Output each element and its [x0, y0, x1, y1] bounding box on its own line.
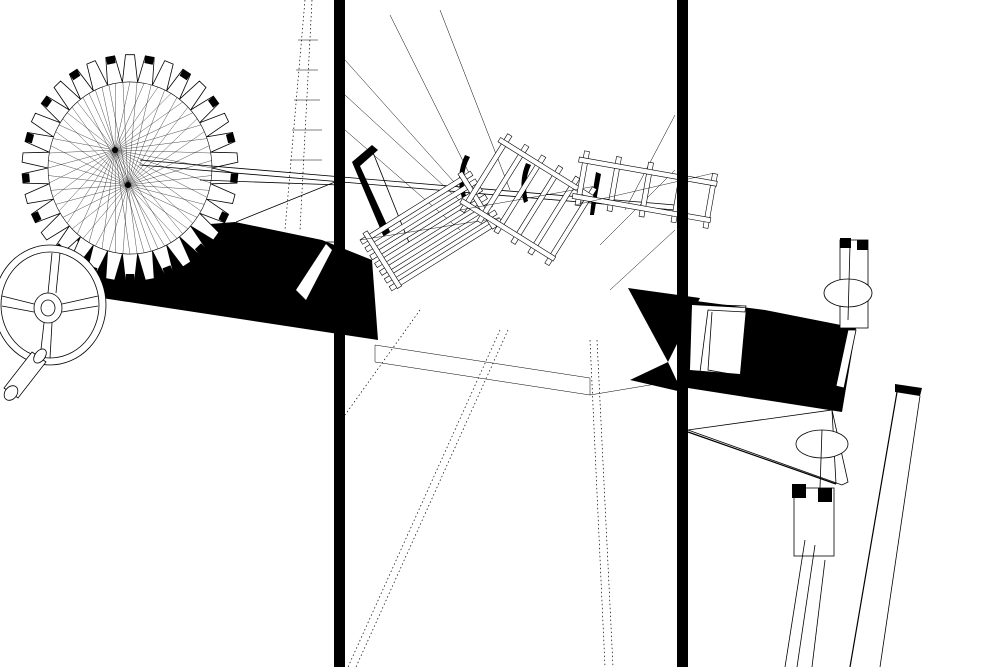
gear-wheel-icon: [21, 54, 239, 282]
crank-handle-icon: [3, 348, 47, 401]
divider-left: [334, 0, 345, 667]
divider-right: [677, 0, 688, 667]
middle-panel: [139, 9, 718, 667]
left-panel: [0, 0, 378, 401]
long-rails: [784, 384, 922, 667]
floor-plane: [374, 344, 681, 396]
slanted-block-right: [687, 300, 857, 486]
scaffold-lines-left: [284, 0, 322, 231]
panel-dividers: [334, 0, 688, 667]
post-icon: [792, 238, 873, 557]
perspective-lines: [344, 9, 676, 291]
hanging-frame-icon: [359, 133, 718, 292]
dotted-guides: [344, 309, 614, 667]
hand-wheel-icon: [0, 244, 107, 366]
right-panel: [628, 238, 922, 667]
